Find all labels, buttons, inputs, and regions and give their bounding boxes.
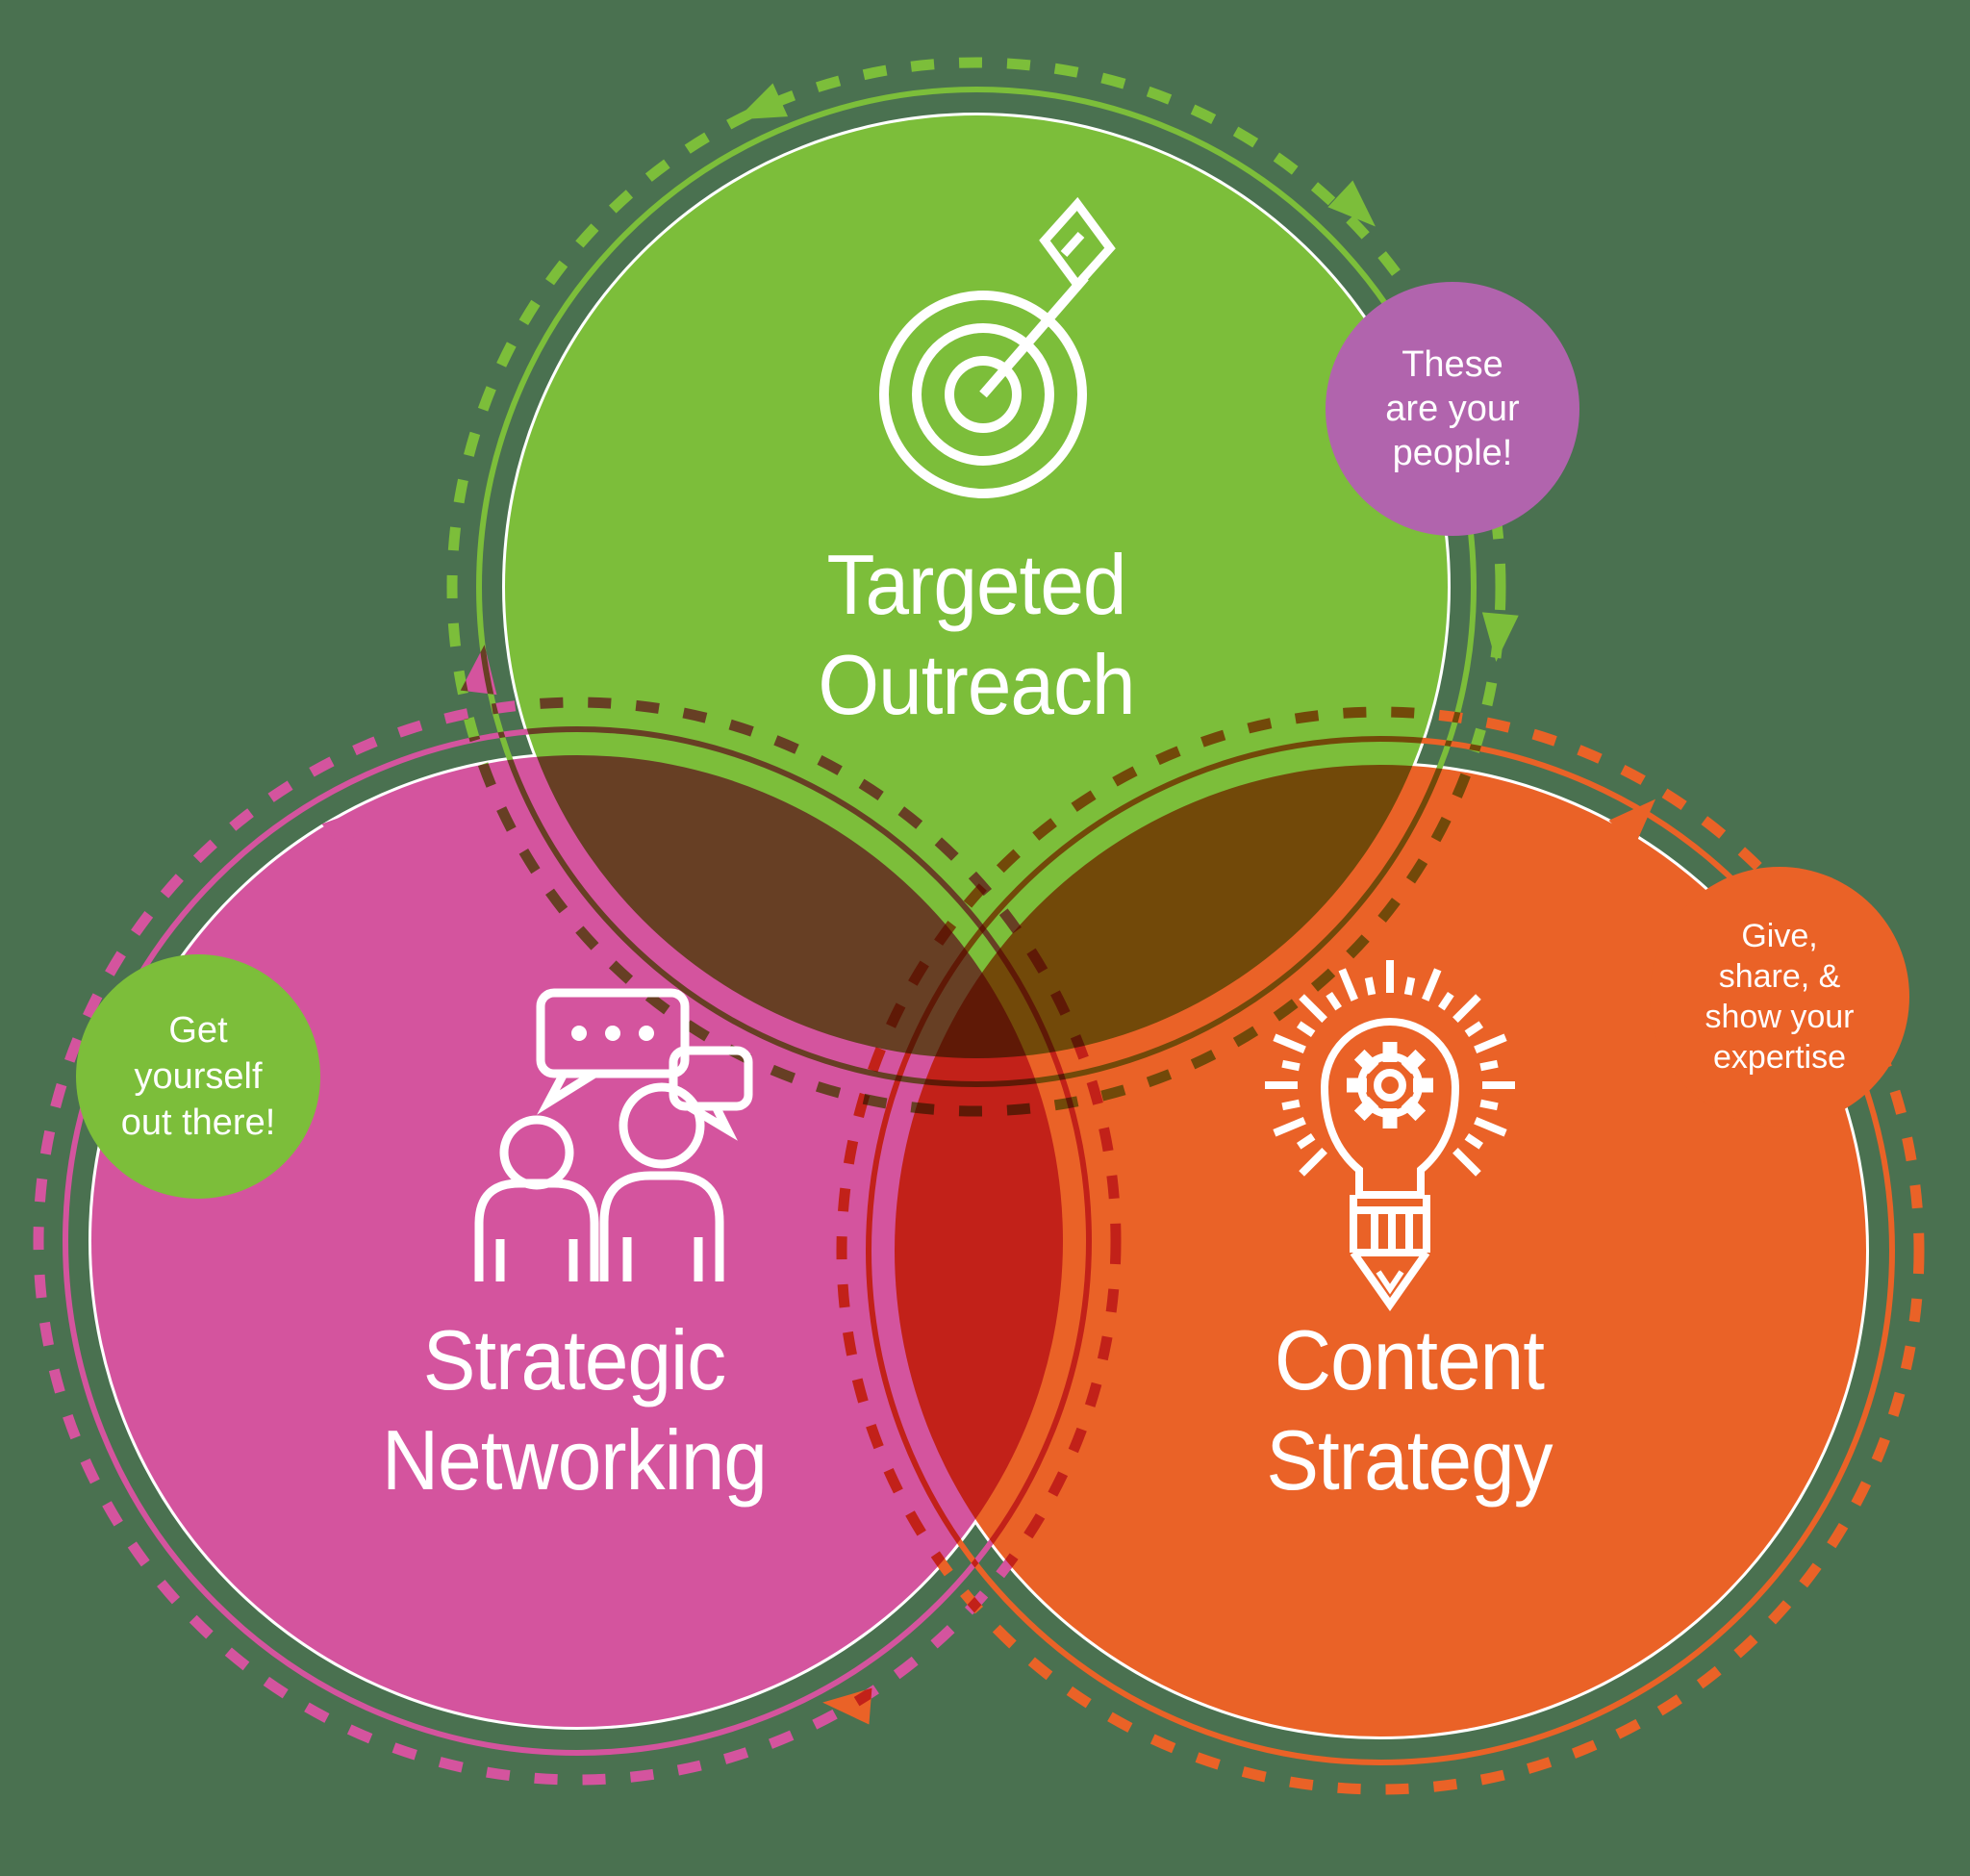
targeted-outreach-label: Targeted Outreach — [690, 535, 1262, 735]
badge-get-yourself-out-there: Get yourself out there! — [76, 954, 320, 1199]
badge-line: yourself — [134, 1056, 263, 1097]
bulb-ray — [1464, 1133, 1484, 1150]
person-left-body — [474, 1179, 599, 1281]
gear-hole — [1374, 1069, 1406, 1102]
pencil-ferrule — [1350, 1195, 1430, 1256]
green-ring-arrow-3 — [1481, 612, 1519, 662]
label-line: Networking — [381, 1412, 768, 1508]
person-right-head — [619, 1082, 705, 1169]
target-arrow-fletching-tick — [1060, 231, 1085, 258]
bulb-ray — [1296, 1021, 1316, 1037]
bubble-dot-1 — [571, 1026, 587, 1041]
bubble-dot-3 — [639, 1026, 654, 1041]
bulb-ray — [1338, 968, 1358, 1001]
badge-line: Give, — [1741, 918, 1818, 954]
pencil-tip — [1350, 1250, 1430, 1311]
bulb-ray — [1403, 976, 1416, 996]
bulb-ray — [1452, 994, 1481, 1023]
pink-ring-arrow-2 — [321, 806, 370, 852]
bulb-ray — [1273, 1033, 1306, 1053]
target-arrow-icon — [879, 196, 1116, 498]
bulb-rays — [1265, 960, 1515, 1177]
orange-ring-arrow-1 — [1608, 799, 1656, 847]
people-chat-icon — [474, 988, 753, 1281]
badge-line: are your — [1385, 389, 1520, 429]
bulb-ray — [1464, 1021, 1484, 1037]
badge-line: Get — [168, 1010, 228, 1051]
target-arrow-shaft — [979, 273, 1089, 398]
bulb-ray — [1479, 1099, 1499, 1111]
bulb-ray — [1273, 1117, 1306, 1137]
bulb-ray — [1422, 968, 1442, 1001]
badge-line: people! — [1392, 433, 1513, 473]
pink-ring-arrow-1 — [460, 645, 497, 696]
strategic-networking-label: Strategic Networking — [288, 1310, 860, 1510]
bubble-dot-2 — [605, 1026, 620, 1041]
label-line: Content — [1274, 1312, 1545, 1407]
target-inner-ring — [945, 356, 1022, 433]
badge-line: share, & — [1718, 958, 1841, 995]
green-ring-arrow-2 — [1327, 180, 1376, 227]
bulb-ray — [1281, 1099, 1301, 1111]
bulb-ray — [1326, 991, 1342, 1011]
bulb-ray — [1299, 994, 1327, 1023]
bulb-ray — [1438, 991, 1454, 1011]
bulb-ray — [1364, 976, 1376, 996]
bulb-ray — [1299, 1148, 1327, 1177]
orange-solid-ring — [866, 736, 1895, 1765]
bulb-ray — [1474, 1033, 1507, 1053]
target-middle-ring — [912, 323, 1054, 466]
bulb-ray — [1452, 1148, 1481, 1177]
speech-bubble-large — [536, 988, 690, 1078]
pencil-stripes — [1371, 1214, 1413, 1253]
label-line: Targeted — [826, 537, 1126, 632]
label-line: Outreach — [818, 637, 1135, 732]
bulb-ray — [1296, 1133, 1316, 1150]
gear-body — [1357, 1052, 1423, 1118]
target-outer-ring — [879, 291, 1087, 498]
green-ring-arrow-1 — [736, 83, 789, 120]
badge-these-are-your-people: These are your people! — [1326, 282, 1579, 536]
badge-line: These — [1402, 344, 1503, 385]
bulb-ray — [1281, 1059, 1301, 1072]
badge-line: show your — [1705, 999, 1855, 1035]
person-right-body — [599, 1171, 724, 1281]
orange-dashed-ring — [836, 706, 1925, 1795]
badge-line: out there! — [120, 1103, 276, 1143]
bulb-ray — [1479, 1059, 1499, 1072]
lightbulb-gear-pencil-icon — [1265, 960, 1515, 1311]
badge-line: expertise — [1713, 1039, 1846, 1076]
target-arrow-fletching — [1039, 196, 1116, 292]
bulb-outline — [1320, 1018, 1460, 1199]
speech-bubble-large-tail — [537, 1070, 597, 1115]
orange-ring-arrow-2 — [822, 1687, 872, 1725]
speech-bubble-small — [669, 1046, 753, 1111]
badge-give-share-show-expertise: Give, share, & show your expertise — [1650, 867, 1909, 1127]
bulb-ray — [1474, 1117, 1507, 1137]
label-line: Strategic — [422, 1312, 727, 1407]
label-line: Strategy — [1266, 1412, 1553, 1508]
content-strategy-label: Content Strategy — [1123, 1310, 1695, 1510]
pencil-graphite — [1376, 1270, 1404, 1295]
